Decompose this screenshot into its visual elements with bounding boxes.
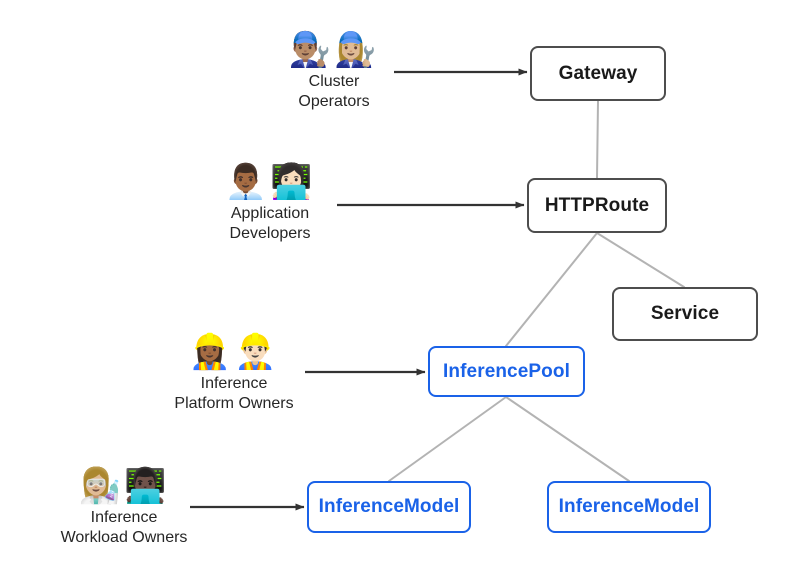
persona-label: Inference Workload Owners <box>60 509 188 546</box>
office-worker-icon technologist-woman-icon: 👨🏾‍💼👩🏻‍💻 <box>224 163 316 201</box>
persona-inference-platform-owners: 👷🏾‍♀️👷🏻‍♂️ Inference Platform Owners <box>155 332 313 414</box>
node-inferencemodel2[interactable]: InferenceModel <box>547 481 711 533</box>
node-inferencepool[interactable]: InferencePool <box>428 346 585 397</box>
edge-httproute-inferencepool <box>505 232 598 347</box>
persona-label: Inference Platform Owners <box>174 375 294 412</box>
persona-inference-workload-owners: 👩🏼‍🔬👨🏿‍💻 Inference Workload Owners <box>40 466 208 548</box>
node-label: InferenceModel <box>558 496 700 517</box>
construction-worker-woman-icon construction-worker-man-icon: 👷🏾‍♀️👷🏻‍♂️ <box>188 333 280 371</box>
persona-application-developers: 👨🏾‍💼👩🏻‍💻 Application Developers <box>217 162 323 244</box>
persona-label: Application Developers <box>229 205 311 242</box>
edge-inferencepool-inferencemodel2 <box>505 396 630 482</box>
persona-label: Cluster Operators <box>298 73 370 110</box>
node-httproute[interactable]: HTTPRoute <box>527 178 667 233</box>
node-inferencemodel1[interactable]: InferenceModel <box>307 481 471 533</box>
mechanic-man-icon mechanic-woman-icon: 👨🏽‍🔧👩🏼‍🔧 <box>288 31 380 69</box>
node-gateway[interactable]: Gateway <box>530 46 666 101</box>
node-label: Gateway <box>558 62 638 84</box>
edge-inferencepool-inferencemodel1 <box>388 396 507 482</box>
node-label: InferencePool <box>443 360 570 382</box>
node-label: HTTPRoute <box>544 194 650 216</box>
node-service[interactable]: Service <box>612 287 758 341</box>
connector-lines <box>388 100 685 482</box>
node-label: Service <box>650 303 720 324</box>
edge-gateway-httproute <box>596 100 599 179</box>
node-label: InferenceModel <box>318 496 460 517</box>
scientist-woman-icon technologist-man-icon: 👩🏼‍🔬👨🏿‍💻 <box>78 467 170 505</box>
edge-httproute-service <box>596 232 685 288</box>
persona-cluster-operators: 👨🏽‍🔧👩🏼‍🔧 Cluster Operators <box>281 30 387 112</box>
actor-arrows <box>190 68 528 511</box>
